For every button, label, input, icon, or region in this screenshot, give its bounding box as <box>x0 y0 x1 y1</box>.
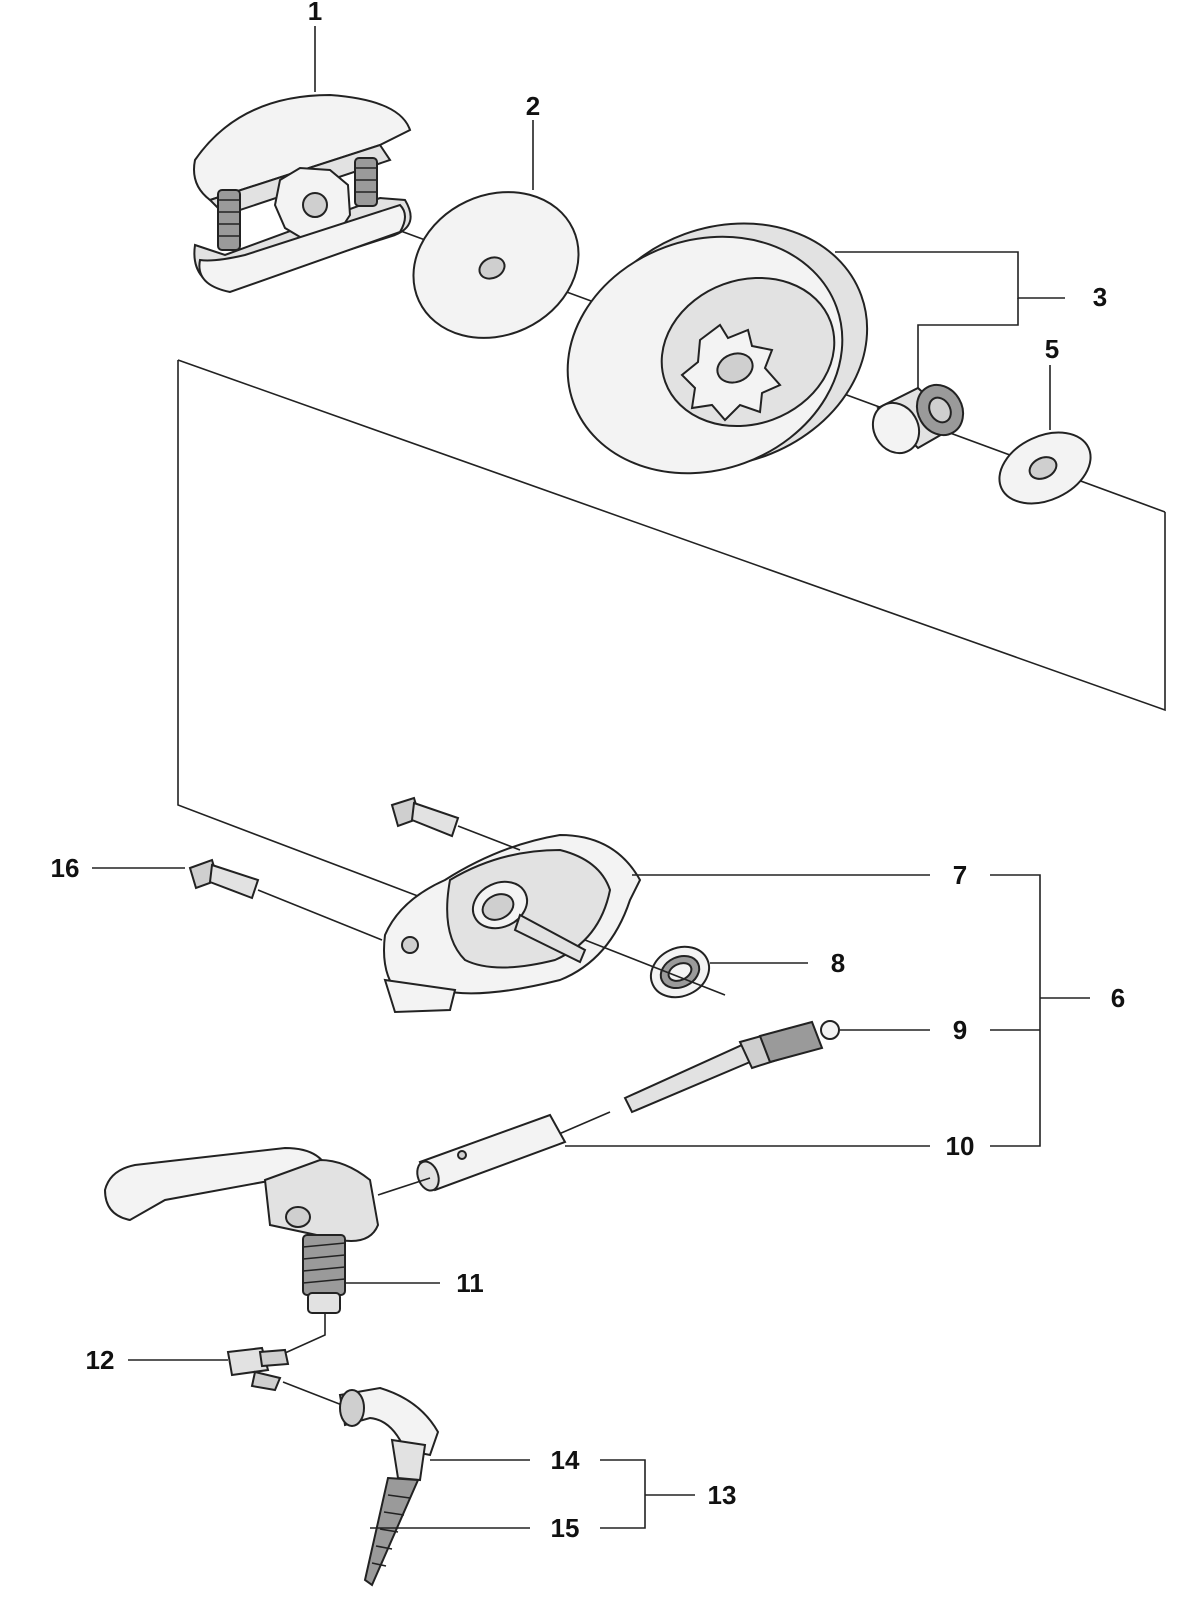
callout-7: 7 <box>953 860 967 890</box>
spring-part-8 <box>584 939 726 999</box>
filter-fitting-part-14 <box>390 1438 427 1482</box>
callout-3: 3 <box>1093 282 1107 312</box>
pump-shaft-part-9 <box>544 1020 840 1141</box>
clutch-spring-right <box>354 157 378 207</box>
callout-14: 14 <box>551 1445 580 1475</box>
callout-labels: 1 2 3 5 16 7 8 6 9 10 11 12 14 13 15 <box>51 0 1126 1543</box>
suction-lever-part-11 <box>103 1146 431 1354</box>
assembly-reference-frame <box>177 359 1166 913</box>
leader-3 <box>835 251 1065 299</box>
clutch-spring-left <box>217 189 241 251</box>
callout-10: 10 <box>946 1131 975 1161</box>
callout-15: 15 <box>551 1513 580 1543</box>
leader-6-bracket <box>990 874 1041 1147</box>
callout-2: 2 <box>526 91 540 121</box>
screw-part-16-upper <box>390 796 521 851</box>
clutch-part-1 <box>193 93 412 294</box>
oil-pump-housing-part-7 <box>383 833 642 1014</box>
washer-disc-part-2 <box>412 191 580 339</box>
plunger-tube-part-10 <box>416 1113 567 1192</box>
callout-8: 8 <box>831 948 845 978</box>
filter-assembly-part-13 <box>338 1386 440 1587</box>
callout-5: 5 <box>1045 334 1059 364</box>
callout-13: 13 <box>708 1480 737 1510</box>
threaded-stem <box>302 1234 346 1314</box>
callout-16: 16 <box>51 853 80 883</box>
washer-part-5 <box>998 431 1092 505</box>
leader-3b <box>917 298 1019 388</box>
filter-strainer-part-15 <box>363 1476 420 1587</box>
callout-6: 6 <box>1111 983 1125 1013</box>
elbow-connector-part-12 <box>226 1346 343 1406</box>
leader-lines <box>92 26 1090 1529</box>
screw-part-16-lower <box>188 858 383 941</box>
callout-11: 11 <box>456 1268 484 1298</box>
needle-bearing <box>871 383 965 455</box>
clutch-drum-part-3 <box>566 222 869 475</box>
callout-1: 1 <box>308 0 322 26</box>
callout-9: 9 <box>953 1015 967 1045</box>
leader-13-bracket <box>600 1459 646 1529</box>
callout-12: 12 <box>86 1345 115 1375</box>
